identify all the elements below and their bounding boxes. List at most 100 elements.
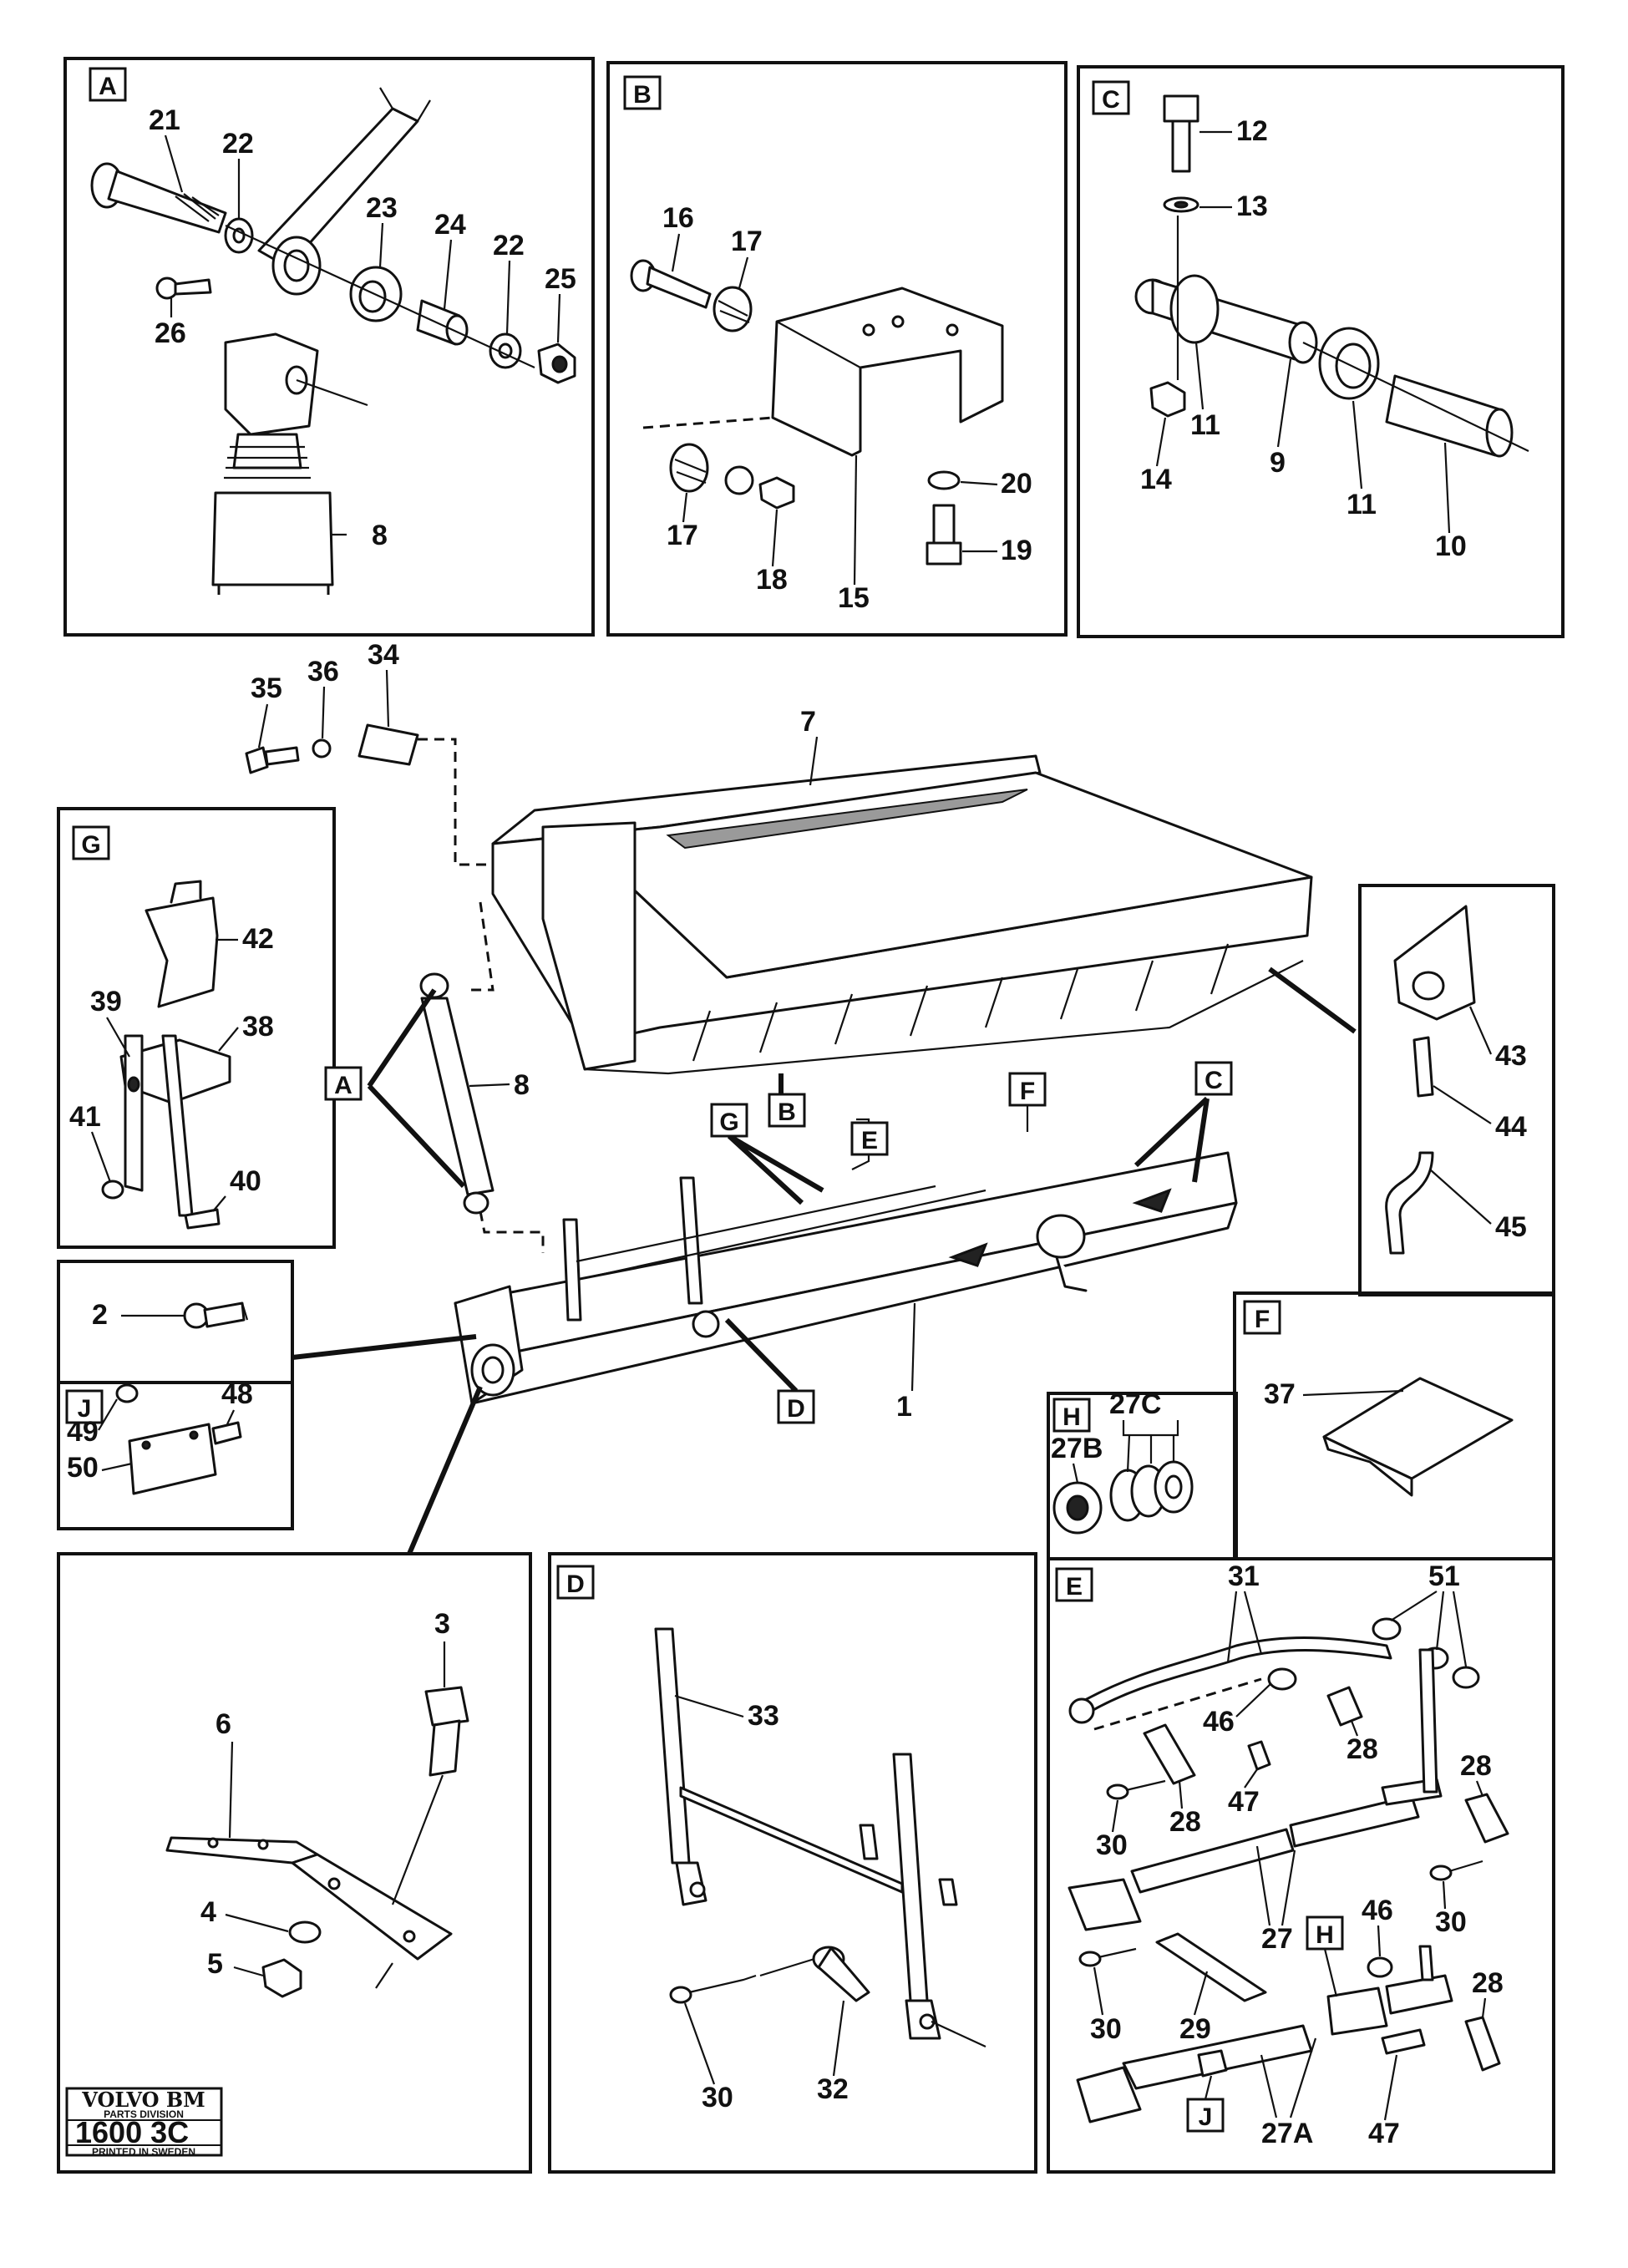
callout-f: F — [1020, 1078, 1035, 1105]
label-4: 4 — [200, 1896, 216, 1928]
label-30-e1: 30 — [1096, 1829, 1128, 1861]
spring-17-lower — [669, 443, 709, 493]
label-47b: 47 — [1368, 2118, 1400, 2149]
panel-j-parts — [115, 1383, 242, 1495]
panel-tags: A B C G J F H D E — [65, 67, 1281, 1602]
label-44: 44 — [1495, 1111, 1527, 1143]
bolt-21-shank — [107, 170, 227, 234]
washer-4 — [288, 1920, 322, 1944]
pin-28-b — [1143, 1723, 1196, 1785]
callout-d: D — [787, 1395, 805, 1423]
bolt-19 — [932, 504, 956, 545]
panel-tag-h: H — [1063, 1403, 1081, 1431]
panel-j-frame — [57, 1381, 294, 1530]
dump-body-7 — [468, 754, 1313, 1075]
label-47a: 47 — [1228, 1786, 1260, 1818]
bolt-3-head — [424, 1686, 469, 1727]
callout-leaders — [292, 967, 1357, 1555]
label-42: 42 — [242, 923, 274, 955]
label-34: 34 — [368, 639, 399, 671]
bracket-6-arm — [291, 1853, 453, 1961]
bushing-10 — [1385, 374, 1501, 457]
nut-14 — [1149, 381, 1186, 418]
panel-e-frame — [1047, 1557, 1555, 2174]
label-24: 24 — [434, 209, 466, 241]
label-10: 10 — [1435, 530, 1467, 562]
callout-c: C — [1205, 1067, 1223, 1094]
label-46a: 46 — [1203, 1706, 1235, 1738]
plate-34 — [358, 723, 419, 766]
pin-47-lower — [1381, 2028, 1426, 2055]
sleeve-H — [1326, 1986, 1388, 2036]
panel-2-parts — [183, 1301, 249, 1329]
pin-28-c — [1464, 1793, 1509, 1844]
panel-b-frame — [606, 61, 1068, 637]
label-5: 5 — [207, 1948, 223, 1980]
label-39: 39 — [90, 986, 122, 1017]
panel-tag-a: A — [99, 73, 117, 100]
washer-46-upper — [1267, 1667, 1297, 1691]
label-27: 27 — [1261, 1923, 1293, 1955]
bracket-43 — [1393, 905, 1476, 1021]
label-19: 19 — [1001, 535, 1032, 566]
callout-e: E — [861, 1127, 878, 1154]
main-view-callouts: A B C D E F G H J — [324, 1061, 1344, 2133]
label-13: 13 — [1236, 190, 1268, 222]
panel-tag-d: D — [566, 1570, 585, 1598]
dump-body-front-wall — [541, 821, 636, 1071]
panel-tag-g: G — [81, 831, 100, 859]
panel-e-parts — [1068, 1617, 1509, 2123]
cylinder-8-main — [420, 997, 494, 1196]
label-28d: 28 — [1472, 1967, 1504, 1999]
flange-11-left — [1169, 274, 1220, 344]
cotter-pin-30 — [669, 1986, 692, 2004]
rod-end-27 — [1068, 1878, 1142, 1931]
label-35: 35 — [251, 672, 282, 704]
bolt-12-head — [1163, 94, 1199, 123]
callout-j: J — [1199, 2103, 1213, 2131]
label-48: 48 — [221, 1378, 253, 1410]
label-8a: 8 — [372, 520, 388, 551]
bolt-3-shank — [429, 1719, 461, 1777]
label-25: 25 — [545, 263, 576, 295]
label-11b: 11 — [1347, 489, 1377, 520]
plate-50 — [128, 1423, 217, 1495]
label-6: 6 — [216, 1708, 231, 1740]
nut-49 — [115, 1383, 139, 1403]
callout-h: H — [1316, 1921, 1334, 1949]
panel-right-parts — [1385, 905, 1476, 1255]
label-27A: 27A — [1261, 2118, 1313, 2149]
label-28c: 28 — [1169, 1806, 1201, 1838]
label-15: 15 — [838, 582, 870, 614]
panel-tag-j: J — [78, 1395, 92, 1423]
panel-d-frame — [548, 1552, 1037, 2174]
label-30-e2: 30 — [1435, 1906, 1467, 1938]
washer-36 — [312, 738, 332, 759]
label-14: 14 — [1140, 464, 1172, 495]
pin-29 — [1155, 1932, 1267, 2002]
volvo-bm-title-block: VOLVO BM PARTS DIVISION 1600 3C PRINTED … — [65, 2087, 223, 2158]
panel-tag-c: C — [1102, 86, 1120, 114]
crossbar-33 — [679, 1786, 904, 1894]
cover-42 — [145, 896, 219, 1008]
bracket-6-top — [165, 1836, 319, 1865]
spring-17-upper — [713, 286, 753, 332]
panel-a-parts — [90, 87, 576, 601]
rod-end-27A — [1076, 2066, 1142, 2123]
label-30-d: 30 — [702, 2082, 733, 2113]
rod-27 — [1130, 1828, 1295, 1894]
cylinder-rod-eye — [224, 332, 319, 436]
label-2: 2 — [92, 1299, 108, 1331]
grease-nipple-26 — [155, 277, 179, 300]
logo-division: PARTS DIVISION — [104, 2108, 184, 2120]
rod-33-left — [654, 1627, 691, 1865]
label-22b: 22 — [493, 230, 525, 261]
label-38: 38 — [242, 1011, 274, 1043]
label-28b: 28 — [1460, 1750, 1492, 1782]
label-43: 43 — [1495, 1040, 1527, 1072]
bolt-16-shank — [646, 266, 712, 309]
logo-code: 1600 3C — [75, 2115, 189, 2149]
label-49: 49 — [67, 1416, 99, 1448]
main-frame-1 — [419, 972, 1238, 1405]
